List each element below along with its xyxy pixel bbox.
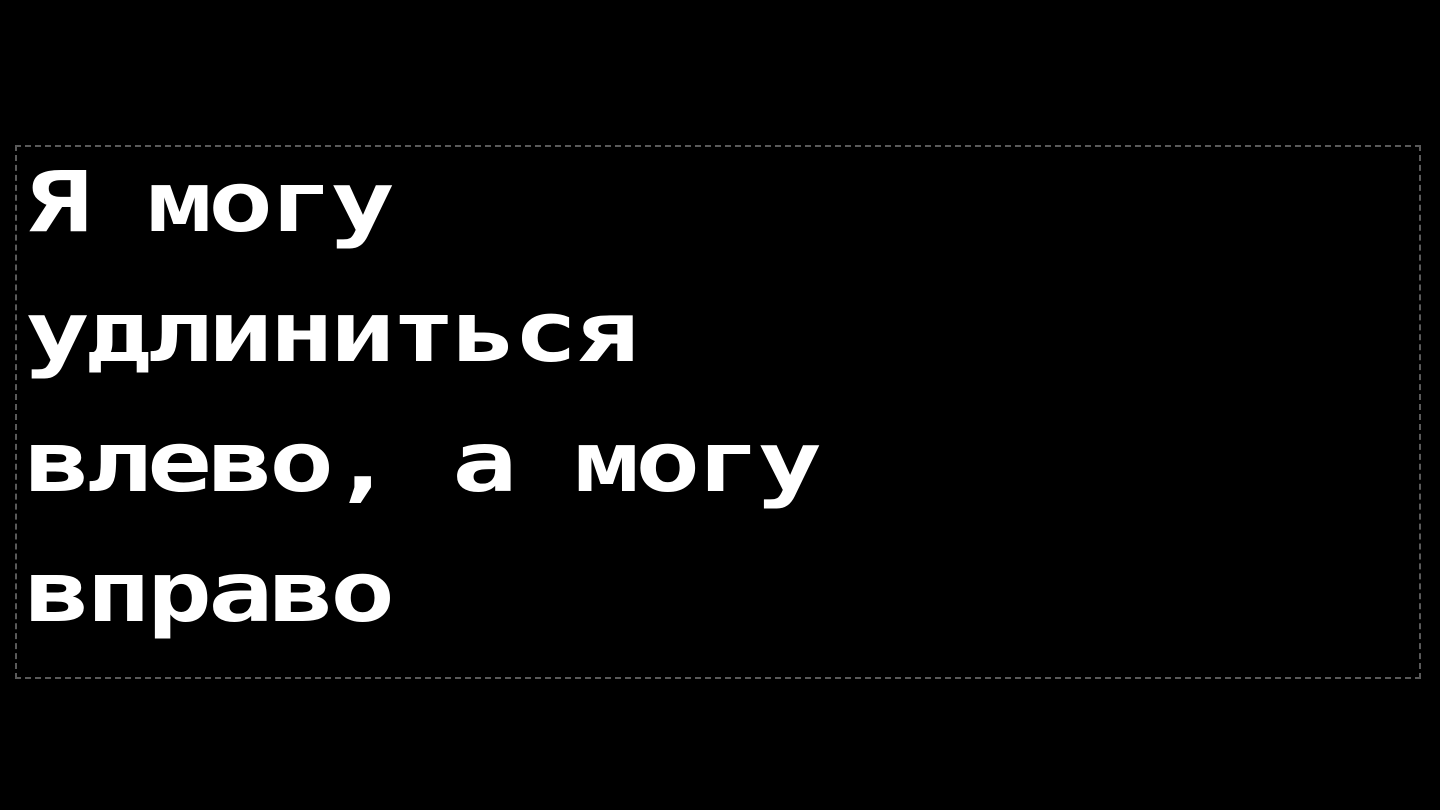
- text-line-1: Я могу: [25, 153, 395, 270]
- text-line-3-content: влево, а могу: [25, 413, 822, 512]
- text-line-2: удлиниться: [25, 283, 639, 400]
- text-line-1-content: Я могу: [25, 153, 395, 252]
- text-line-4-content: вправо: [25, 543, 395, 642]
- text-bounding-frame: [15, 145, 1421, 679]
- text-line-3: влево, а могу: [25, 413, 822, 530]
- text-line-2-content: удлиниться: [25, 283, 639, 382]
- text-line-4: вправо: [25, 543, 395, 660]
